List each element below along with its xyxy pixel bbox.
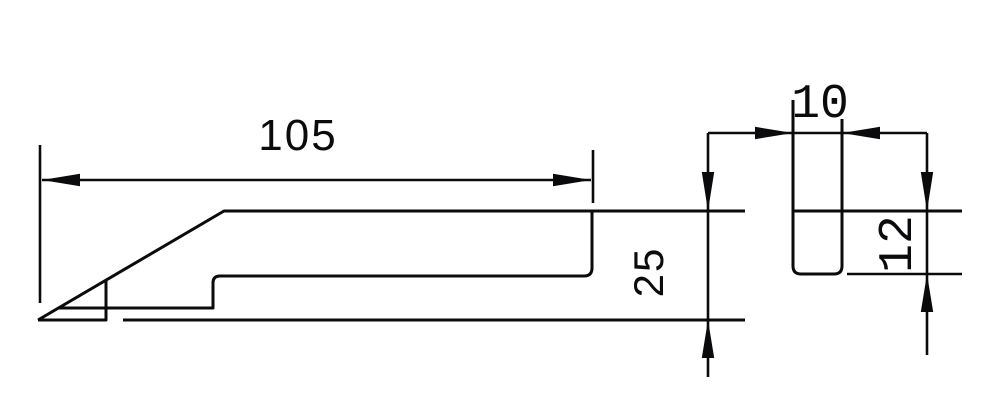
blade-tip-facet [38, 280, 108, 322]
arrowhead-left [42, 173, 80, 187]
dimension-height-25: 25 [625, 133, 715, 377]
arrowhead-right [842, 126, 880, 140]
dimension-label-105: 105 [258, 111, 337, 160]
arrowhead-bottom [920, 274, 934, 312]
arrowhead-top [920, 172, 934, 211]
arrowhead-left [755, 126, 793, 140]
dimension-edge-12: 12 [872, 133, 934, 355]
dimension-label-10: 10 [791, 78, 849, 132]
dimension-length-105: 105 [38, 111, 595, 303]
end-view [791, 100, 962, 276]
arrowhead-right [553, 173, 591, 187]
dimension-label-25: 25 [625, 247, 672, 298]
blade-top-edge-and-bevel [37, 209, 745, 322]
dimension-width-10: 10 [708, 78, 927, 140]
arrowhead-bottom [701, 320, 715, 358]
arrowhead-top [701, 172, 715, 211]
side-view [37, 209, 745, 322]
end-view-outline [791, 100, 844, 276]
dimension-label-12: 12 [872, 215, 926, 273]
blade-insert-profile [59, 212, 594, 310]
